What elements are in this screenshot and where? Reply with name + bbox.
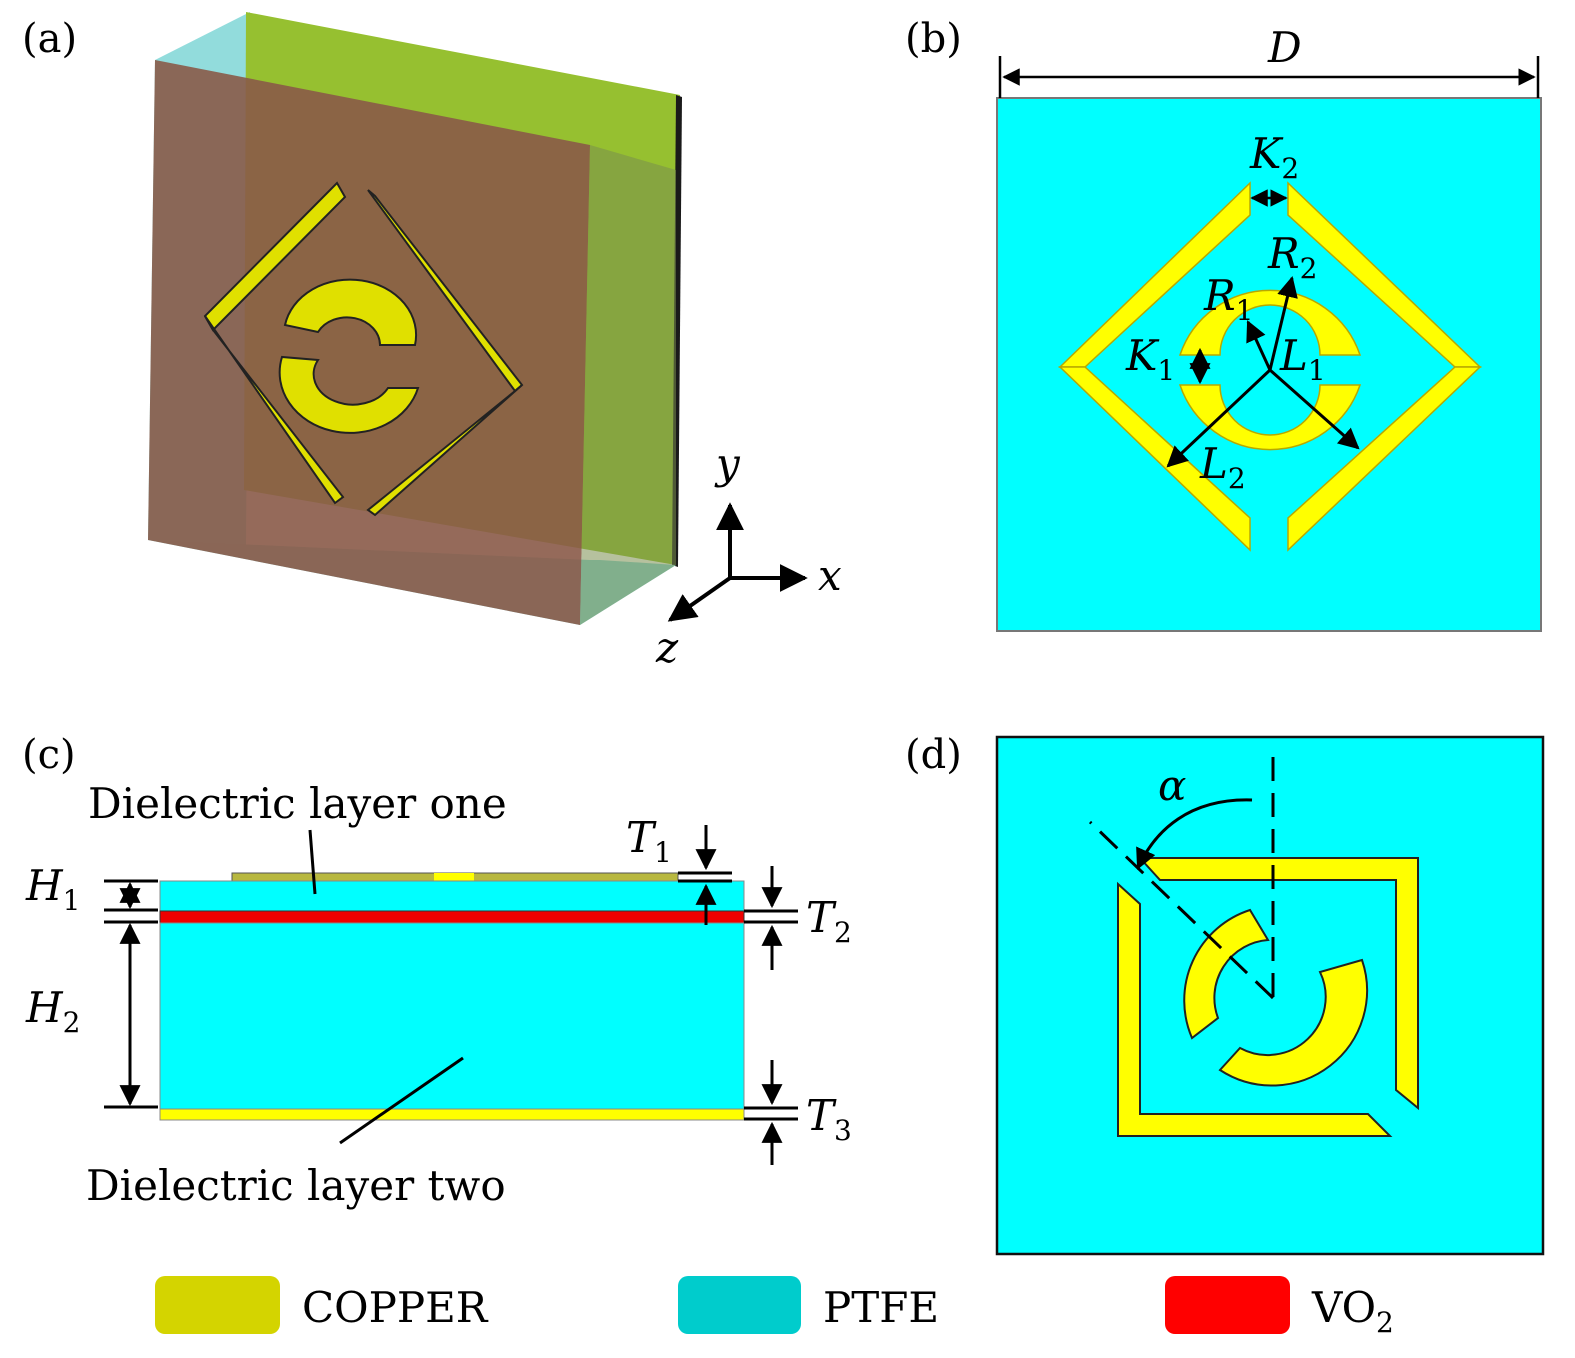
panel-d: (d) α [905, 732, 1545, 1256]
dim-H2-label: H2 [25, 983, 80, 1039]
angle-alpha-label: α [1158, 761, 1186, 810]
panel-b-label: (b) [905, 16, 962, 62]
layer-one-pointer [308, 829, 317, 895]
brown-plate-right [580, 145, 676, 625]
panel-d-label: (d) [905, 732, 962, 778]
dims-right [678, 825, 798, 1165]
axis-x-label: x [818, 551, 842, 600]
dielectric-layer-two [159, 922, 745, 1110]
layer-two-pointer [339, 1056, 464, 1145]
layer-two-label: Dielectric layer two [86, 1161, 506, 1210]
copper-pattern-3d [203, 181, 524, 517]
dim-D-label: D [1267, 23, 1302, 72]
legend-swatch-ptfe [678, 1276, 801, 1334]
legend-label-copper: COPPER [302, 1283, 489, 1332]
dim-D [998, 56, 1540, 98]
panel-c-label: (c) [22, 732, 76, 778]
dim-L2-label: L2 [1199, 439, 1246, 495]
dim-H1-label: H1 [25, 861, 80, 917]
copper-top-gap [434, 873, 474, 881]
panel-b: (b) D K2 R2 R1 K1 [905, 16, 1542, 632]
dim-T1-label: T1 [626, 813, 672, 869]
legend-label-ptfe: PTFE [823, 1283, 939, 1332]
axis-y-label: y [714, 439, 741, 488]
axes-indicator [667, 502, 808, 622]
angle-annotation [1088, 757, 1275, 1000]
legend-label-vo2: VO2 [1311, 1283, 1394, 1339]
dim-R2-label: R2 [1267, 229, 1317, 285]
legend: COPPER PTFE VO2 [155, 1276, 1394, 1339]
dim-R1-label: R1 [1203, 271, 1253, 327]
vo2-layer [159, 910, 745, 924]
copper-ground [159, 1108, 745, 1121]
layer-one-label: Dielectric layer one [88, 779, 507, 828]
legend-swatch-vo2 [1165, 1276, 1290, 1334]
legend-swatch-copper [155, 1276, 280, 1334]
panel-c: (c) Dielectric layer one Dielectric laye… [22, 732, 852, 1210]
panel-a: (a) y x z [22, 12, 842, 672]
dim-K1-label: K1 [1125, 331, 1175, 387]
panel-a-label: (a) [22, 16, 77, 62]
copper-pattern-b [1058, 181, 1482, 552]
dims-left [104, 879, 158, 1109]
dim-T2-label: T2 [806, 893, 852, 949]
dim-L1-label: L1 [1279, 331, 1326, 387]
dim-T3-label: T3 [806, 1091, 852, 1147]
axis-z-label: z [655, 623, 679, 672]
brown-plate [148, 60, 590, 625]
dim-K2-label: K2 [1249, 129, 1299, 185]
radius-arrows [1166, 275, 1360, 468]
dielectric-layer-one [159, 880, 745, 912]
